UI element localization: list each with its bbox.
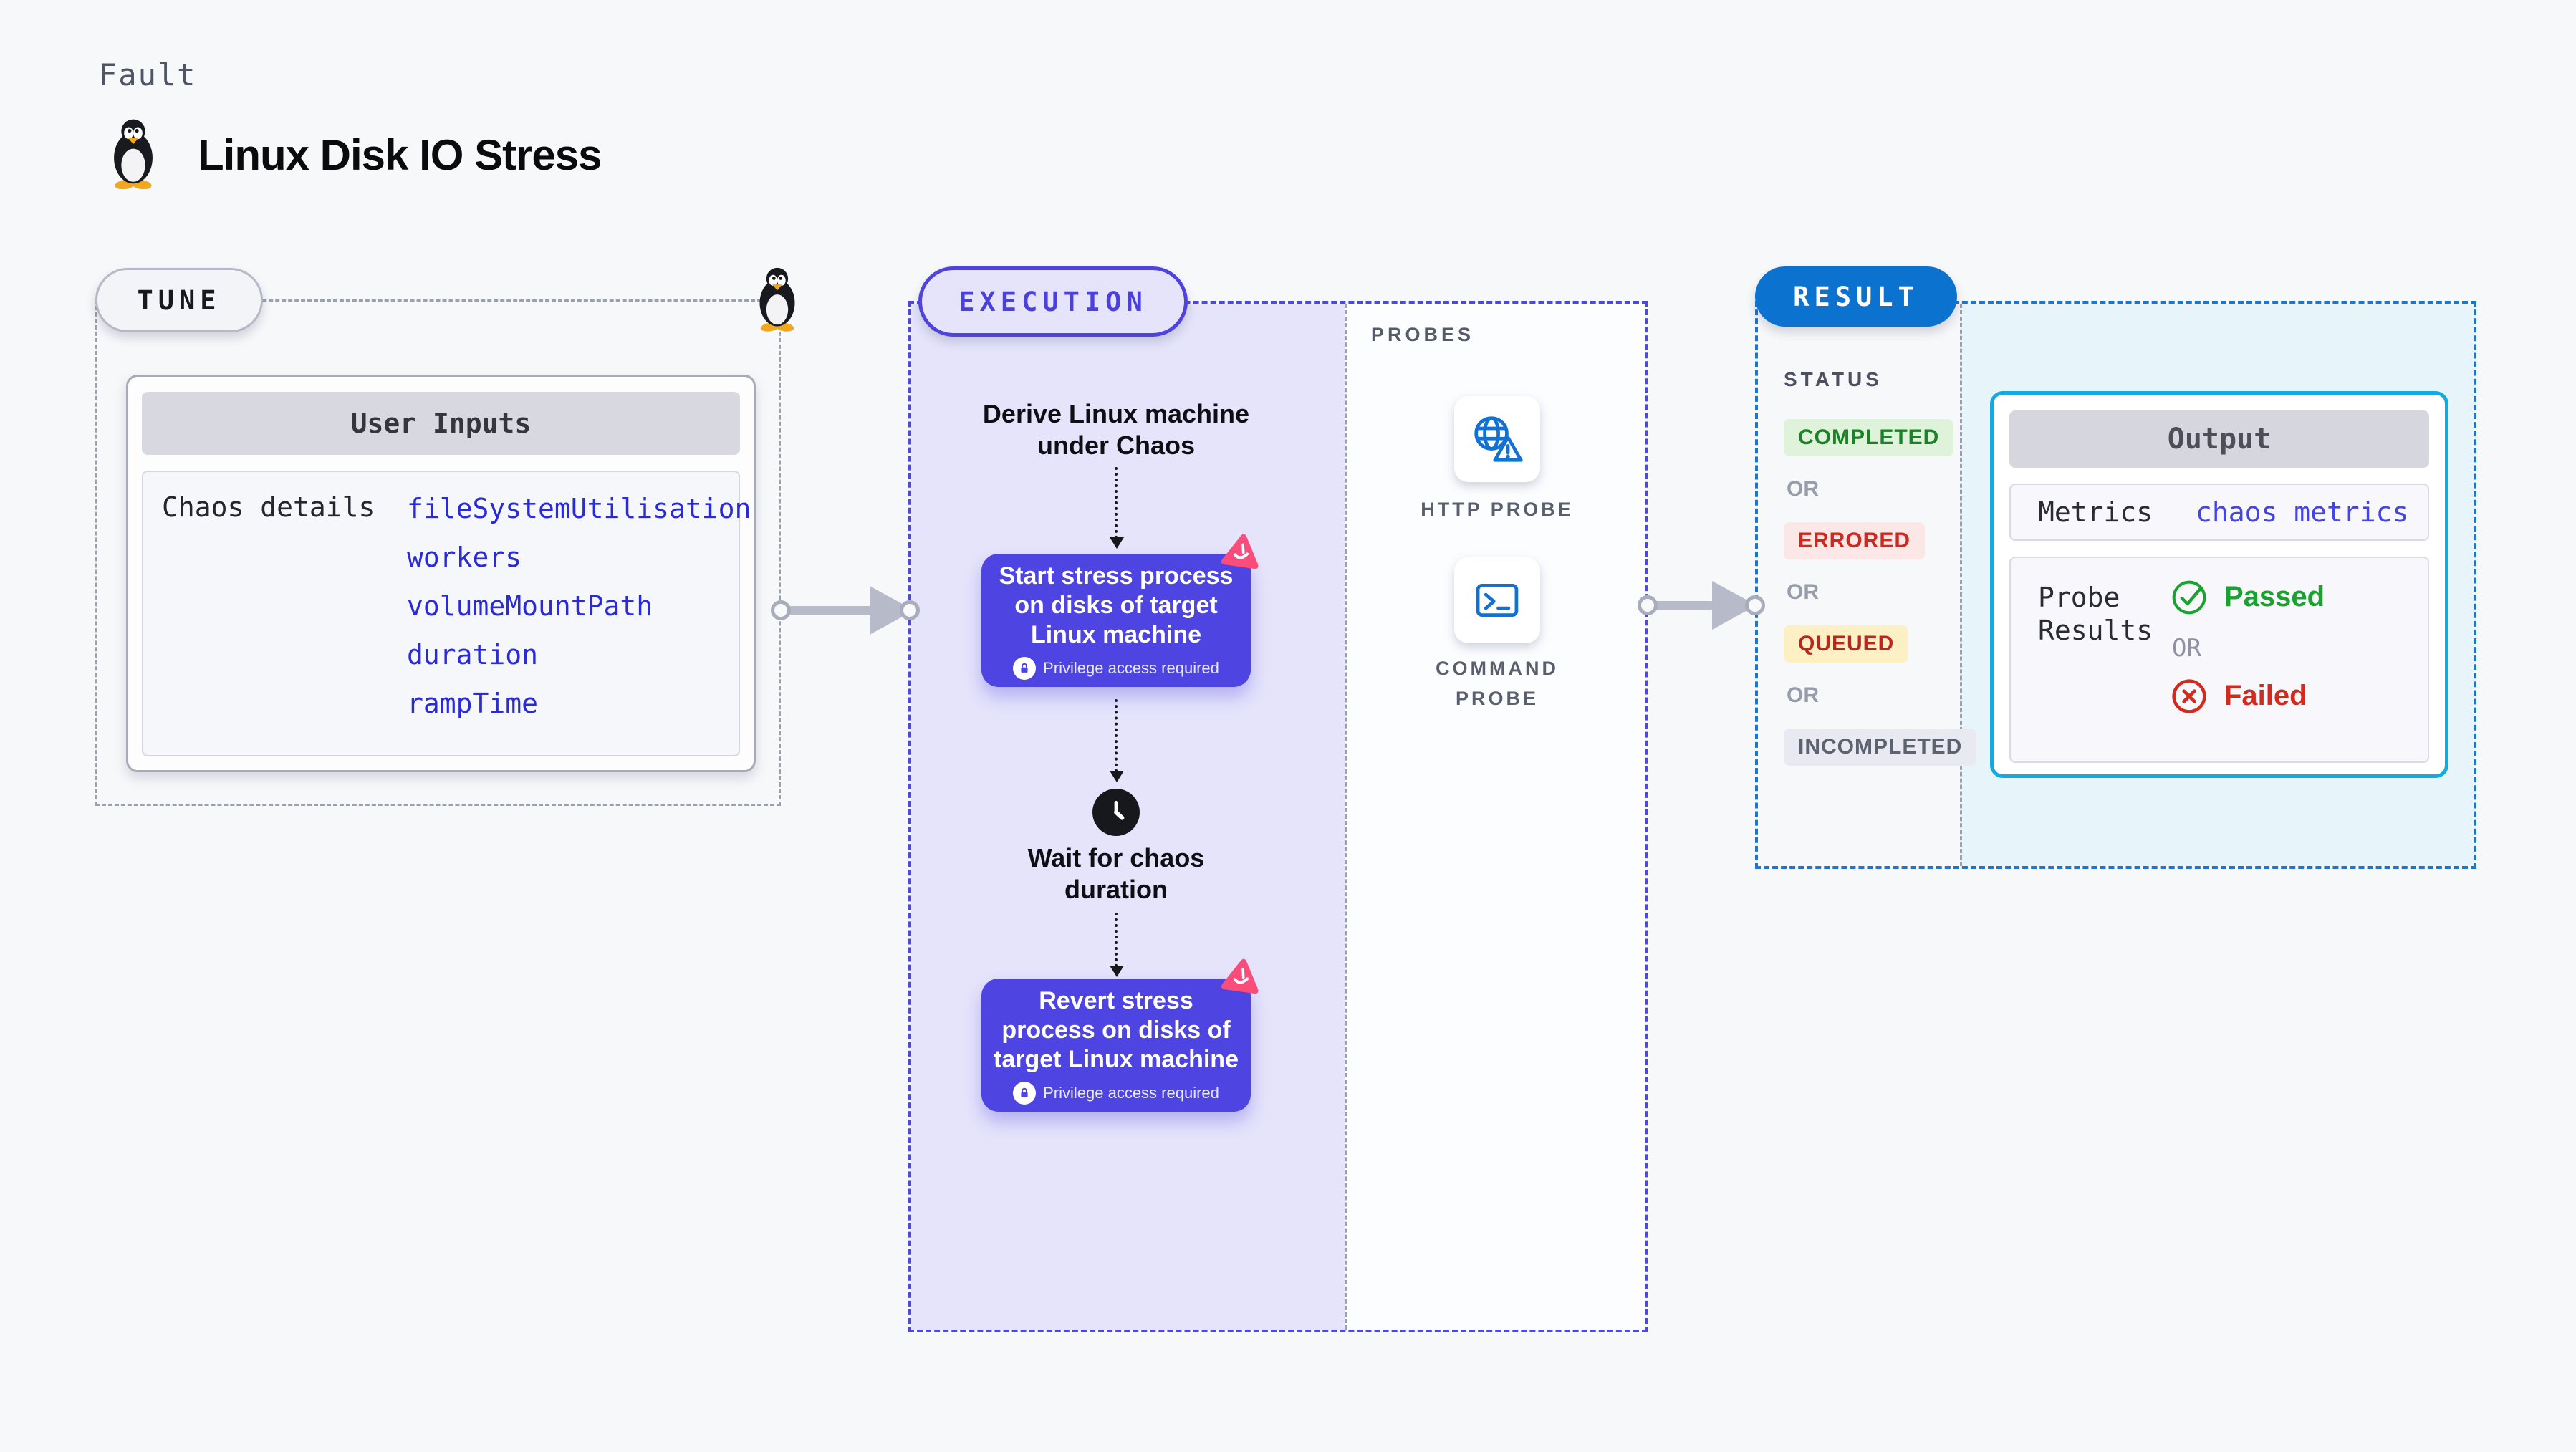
status-badge-queued: QUEUED: [1784, 625, 1909, 663]
chaos-details-label: Chaos details: [162, 491, 375, 523]
derive-machine-caption: Derive Linux machine under Chaos: [980, 398, 1252, 461]
terminal-icon: [1476, 584, 1519, 617]
chaos-badge-icon: [1221, 534, 1259, 569]
tune-label: TUNE: [137, 284, 221, 316]
output-title: Output: [2167, 423, 2272, 456]
caption-line: under Chaos: [1037, 431, 1196, 460]
result-section-pill: RESULT: [1755, 266, 1957, 327]
input-value: workers: [407, 542, 522, 573]
wait-duration-caption: Wait for chaos duration: [980, 842, 1252, 905]
lock-icon: [1013, 1081, 1037, 1105]
tune-section-pill: TUNE: [95, 268, 263, 332]
input-value: duration: [407, 639, 539, 670]
execution-label: EXECUTION: [958, 286, 1148, 317]
label-line: Probe: [2038, 582, 2120, 613]
label-line: COMMAND: [1436, 658, 1559, 679]
execution-probes-divider: [1345, 304, 1347, 1330]
status-badge-errored: ERRORED: [1784, 522, 1926, 559]
privilege-text: Privilege access required: [1043, 1083, 1219, 1102]
connector-endpoint: [1638, 595, 1658, 615]
privilege-row: Privilege access required: [1013, 656, 1219, 680]
label-line: PROBE: [1455, 688, 1539, 709]
tux-penguin-icon: [759, 267, 795, 332]
result-label: RESULT: [1793, 281, 1919, 312]
or-separator: OR: [1787, 580, 1819, 604]
flow-arrow-down-icon: [1110, 699, 1124, 782]
command-probe-label: COMMAND PROBE: [1379, 653, 1615, 713]
execution-section-pill: EXECUTION: [918, 266, 1188, 337]
tux-penguin-icon: [114, 119, 153, 189]
chaos-badge-icon: [1221, 958, 1259, 994]
status-badge-completed: COMPLETED: [1784, 419, 1954, 456]
tune-to-execution-connector: [790, 606, 870, 615]
label-line: Results: [2038, 615, 2153, 646]
lock-icon: [1013, 656, 1037, 680]
execution-to-result-connector: [1656, 601, 1715, 610]
node-text: on disks of target: [1014, 591, 1218, 619]
input-value: rampTime: [407, 688, 539, 719]
or-separator: OR: [1787, 683, 1819, 707]
user-inputs-title: User Inputs: [350, 408, 532, 439]
metrics-label: Metrics: [2038, 496, 2153, 528]
x-circle-icon: [2172, 679, 2206, 713]
node-text: Linux machine: [1030, 620, 1202, 648]
command-probe-card: [1454, 557, 1540, 643]
chaos-input-values: fileSystemUtilisation workers volumeMoun…: [407, 484, 751, 728]
node-text: Start stress process: [999, 562, 1234, 590]
output-header: Output: [2009, 410, 2429, 468]
input-value: fileSystemUtilisation: [407, 493, 751, 524]
caption-line: Derive Linux machine: [982, 399, 1250, 428]
or-separator: OR: [2172, 634, 2201, 663]
check-circle-icon: [2172, 580, 2206, 615]
node-text: process on disks of: [1001, 1016, 1231, 1044]
output-panel: Output Metrics chaos metrics Probe Resul…: [1990, 391, 2448, 778]
status-output-divider: [1960, 304, 1962, 866]
page-title: Linux Disk IO Stress: [198, 131, 602, 179]
revert-stress-node: Revert stress process on disks of target…: [981, 979, 1251, 1112]
tune-section-box: [95, 299, 781, 806]
input-value: volumeMountPath: [407, 590, 653, 622]
connector-endpoint: [900, 600, 920, 620]
node-text: Revert stress: [1039, 986, 1193, 1014]
http-probe-label: HTTP PROBE: [1421, 499, 1574, 520]
probes-heading: PROBES: [1371, 324, 1475, 345]
connector-endpoint: [771, 600, 791, 620]
fault-kicker: Fault: [99, 57, 197, 92]
metrics-value-link: chaos metrics: [2196, 496, 2409, 528]
metrics-row: Metrics chaos metrics: [2009, 484, 2429, 541]
privilege-text: Privilege access required: [1043, 658, 1219, 677]
connector-endpoint: [1745, 595, 1765, 615]
flow-arrow-down-icon: [1110, 913, 1124, 977]
probe-results-row: Probe Results Passed OR Failed: [2009, 557, 2429, 763]
flow-arrow-down-icon: [1110, 467, 1124, 549]
status-badge-incompleted: INCOMPLETED: [1784, 729, 1977, 766]
node-text: target Linux machine: [994, 1045, 1239, 1073]
start-stress-node: Start stress process on disks of target …: [981, 554, 1251, 687]
probe-results-label: Probe Results: [2038, 581, 2153, 647]
caption-line: Wait for chaos: [1027, 843, 1205, 872]
passed-text: Passed: [2224, 581, 2325, 612]
globe-alert-icon: [1474, 416, 1523, 462]
failed-text: Failed: [2224, 680, 2307, 711]
chaos-details-table: [142, 471, 740, 756]
or-separator: OR: [1787, 477, 1819, 501]
status-heading: STATUS: [1784, 368, 1883, 390]
privilege-row: Privilege access required: [1013, 1081, 1219, 1105]
http-probe-card: [1454, 396, 1540, 482]
clock-icon: [1092, 789, 1140, 836]
caption-line: duration: [1064, 875, 1168, 904]
user-inputs-header: User Inputs: [142, 392, 740, 455]
